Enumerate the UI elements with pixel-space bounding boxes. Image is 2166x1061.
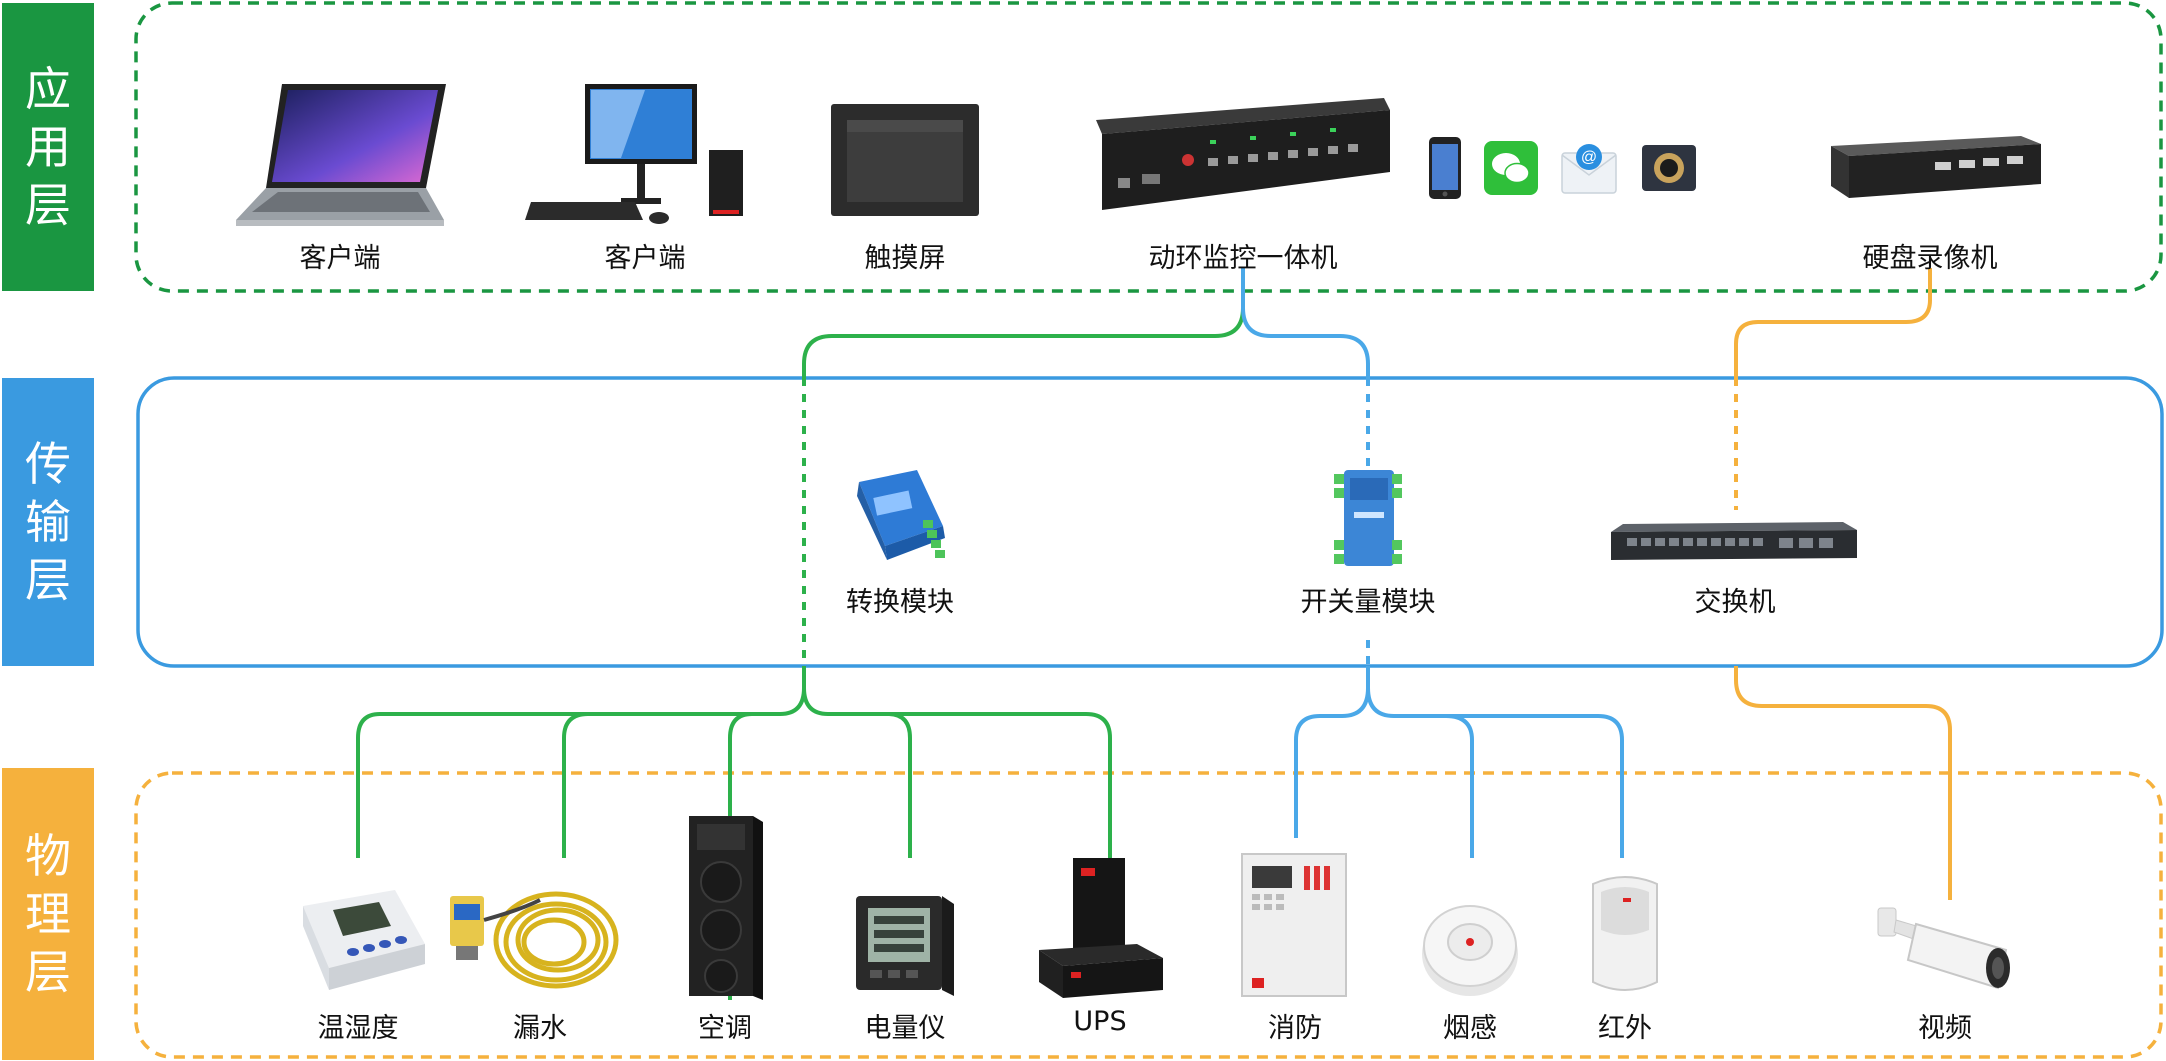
- monitoring-host[interactable]: 动环监控一体机: [1068, 80, 1418, 275]
- transport-layer-frame: [136, 376, 2164, 668]
- device-label: 客户端: [604, 243, 686, 274]
- device-label: 开关量模块: [1300, 587, 1436, 618]
- device-label: 红外: [1598, 1013, 1652, 1044]
- converter-module[interactable]: 转换模块: [800, 462, 1000, 619]
- water-leak-sensor[interactable]: 漏水: [440, 852, 640, 1045]
- infrared-sensor-icon: [1583, 852, 1667, 1000]
- device-label: 交换机: [1694, 587, 1776, 618]
- air-conditioner[interactable]: 空调: [660, 810, 790, 1045]
- rack-server-icon: [1088, 80, 1398, 230]
- layer-tag-text: 传输层: [25, 437, 71, 607]
- device-label: 电量仪: [864, 1013, 946, 1044]
- device-label: 空调: [698, 1013, 752, 1044]
- layer-tag-text: 物理层: [25, 829, 71, 999]
- device-label: 触摸屏: [864, 243, 946, 274]
- video-camera[interactable]: 视频: [1850, 852, 2040, 1045]
- cctv-camera-icon: [1870, 852, 2020, 1000]
- wechat-icon: [1484, 141, 1538, 195]
- smoke-detector[interactable]: 烟感: [1400, 852, 1540, 1045]
- camera-icon: [1642, 145, 1696, 191]
- notification-icons: @: [1428, 136, 1698, 200]
- fire-panel-icon: [1238, 852, 1352, 1000]
- smoke-detector-icon: [1415, 852, 1525, 1000]
- device-label: 温湿度: [317, 1013, 399, 1044]
- device-label: 漏水: [513, 1013, 567, 1044]
- desktop-computer-icon: [525, 80, 765, 230]
- device-label: UPS: [1073, 1006, 1127, 1037]
- physical-layer-frame: [134, 771, 2163, 1059]
- orange-link-lines: [1734, 268, 1952, 900]
- power-meter-icon: [850, 852, 960, 1000]
- laptop-icon: [230, 80, 450, 230]
- network-switch-icon: [1607, 462, 1863, 574]
- infrared-detector[interactable]: 红外: [1565, 852, 1685, 1045]
- layer-tag-text: 应用层: [25, 62, 71, 232]
- nvr-icon: [1815, 80, 2045, 230]
- application-layer-frame: [134, 1, 2163, 293]
- network-switch[interactable]: 交换机: [1605, 462, 1865, 619]
- nvr-recorder[interactable]: 硬盘录像机: [1810, 80, 2050, 275]
- power-meter[interactable]: 电量仪: [815, 852, 995, 1045]
- switch-module-icon: [1330, 462, 1406, 574]
- device-label: 转换模块: [846, 587, 954, 618]
- blue-bus-lines: [1241, 268, 1624, 858]
- device-label: 动环监控一体机: [1148, 243, 1338, 274]
- precision-ac-icon: [683, 810, 767, 1000]
- temp-humidity-sensor[interactable]: 温湿度: [258, 852, 458, 1045]
- device-label: 烟感: [1443, 1013, 1497, 1044]
- device-label: 硬盘录像机: [1862, 243, 1998, 274]
- client-desktop[interactable]: 客户端: [520, 80, 770, 275]
- device-label: 客户端: [299, 243, 381, 274]
- physical-layer-tag: 物理层: [2, 768, 94, 1060]
- phone-icon: [1429, 137, 1461, 199]
- switch-module[interactable]: 开关量模块: [1278, 462, 1458, 619]
- green-bus-lines: [356, 268, 1245, 1000]
- fire-alarm-panel[interactable]: 消防: [1230, 852, 1360, 1045]
- application-layer-tag: 应用层: [2, 3, 94, 291]
- thermometer-icon: [283, 852, 433, 1000]
- touch-screen[interactable]: 触摸屏: [820, 80, 990, 275]
- svg-text:@: @: [1581, 149, 1597, 166]
- client-laptop[interactable]: 客户端: [225, 80, 455, 275]
- touch-screen-icon: [825, 80, 985, 230]
- email-icon: @: [1561, 144, 1617, 194]
- device-label: 视频: [1918, 1013, 1972, 1044]
- ups-icon: [1033, 852, 1167, 1000]
- device-label: 消防: [1268, 1013, 1322, 1044]
- ups-unit[interactable]: UPS: [1020, 852, 1180, 1037]
- water-leak-cable-icon: [440, 852, 640, 1000]
- transport-layer-tag: 传输层: [2, 378, 94, 666]
- converter-module-icon: [845, 462, 955, 574]
